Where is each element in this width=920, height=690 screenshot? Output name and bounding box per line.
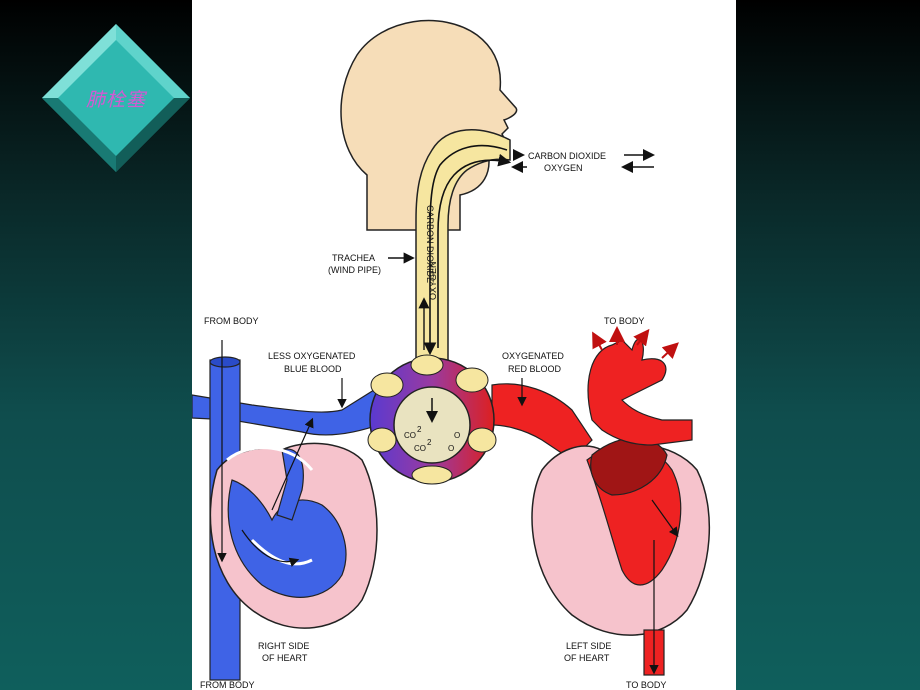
title-badge: 肺栓塞 [40,22,192,174]
label-red-blood: RED BLOOD [508,364,562,374]
label-of-heart-left: OF HEART [564,653,610,663]
alveolus: CO 2 CO 2 O O [367,354,497,485]
diamond-badge-shape [42,24,190,172]
right-heart [209,340,378,629]
label-right-side: RIGHT SIDE [258,641,309,651]
label-of-heart-right: OF HEART [262,653,308,663]
circulation-diagram: CARBON DIOXIDE OXYGEN CARBON DIOXIDE OXY… [192,19,711,690]
label-to-body-top: TO BODY [604,316,644,326]
alveolus-co2-a: CO [404,431,416,440]
alveolus-o2-b: O [448,444,454,453]
alveolus-sub-b: 2 [427,438,432,447]
label-blue-blood-2: BLUE BLOOD [284,364,342,374]
airway [415,129,512,366]
label-carbon-dioxide: CARBON DIOXIDE [528,151,606,161]
label-wind-pipe: (WIND PIPE) [328,265,381,275]
label-from-body-top: FROM BODY [204,316,259,326]
left-heart [531,326,711,676]
label-trachea: TRACHEA [332,253,375,263]
diagram-panel: CARBON DIOXIDE OXYGEN CARBON DIOXIDE OXY… [192,0,736,690]
label-trachea-co2: CARBON DIOXIDE [425,205,435,283]
slide-title: 肺栓塞 [85,88,146,111]
label-less-oxygenated: LESS OXYGENATED [268,351,356,361]
alveolus-o2-a: O [454,431,460,440]
label-trachea-o2: OXYGEN [428,261,438,300]
alveolus-sub-a: 2 [417,425,422,434]
label-to-body-bottom: TO BODY [626,680,666,690]
label-oxygenated: OXYGENATED [502,351,564,361]
alveolus-co2-b: CO [414,444,426,453]
label-oxygen: OXYGEN [544,163,583,173]
label-from-body-bottom: FROM BODY [200,680,255,690]
label-left-side: LEFT SIDE [566,641,611,651]
